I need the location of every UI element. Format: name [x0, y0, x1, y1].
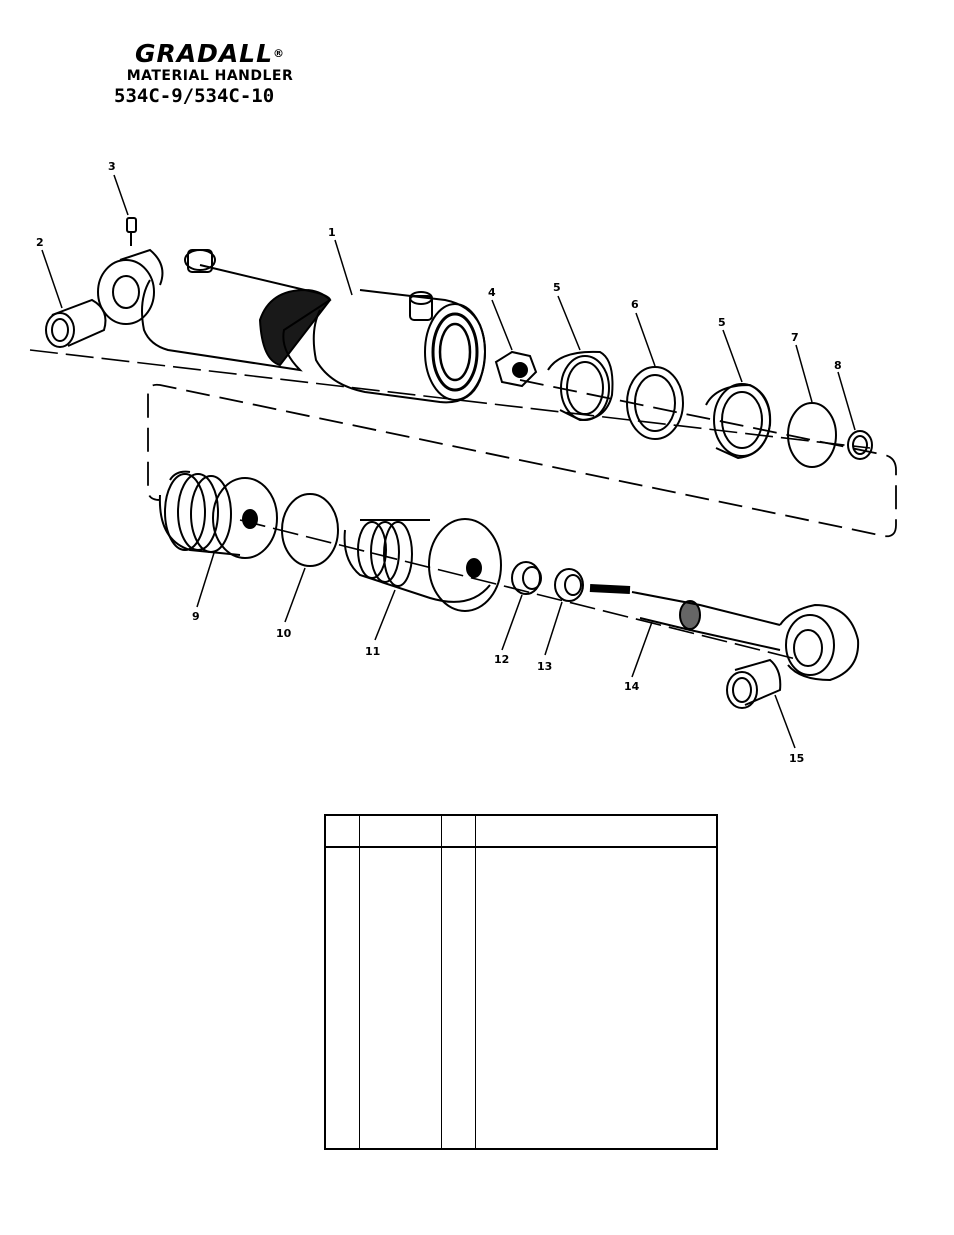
brand-logo: GRADALL®: [110, 40, 310, 68]
o-ring-part-10: [281, 493, 339, 567]
column-divider: [359, 816, 360, 1148]
cylinder-barrel-part-1: [97, 248, 486, 404]
callout-5a: 5: [553, 281, 561, 294]
exploded-parts-diagram: 1 2 3 4 5 5 6 7 8 9 10 11 12 13 14 15: [29, 160, 897, 765]
callout-12: 12: [494, 653, 509, 666]
callout-14: 14: [624, 680, 640, 693]
callout-9: 9: [192, 610, 200, 623]
lower-centerline: [239, 519, 801, 661]
bushing-part-2: [45, 298, 107, 348]
callout-6: 6: [631, 298, 639, 311]
brand-name: GRADALL: [134, 39, 274, 68]
column-divider: [441, 816, 442, 1148]
callout-1: 1: [328, 226, 336, 239]
callout-11: 11: [365, 645, 380, 658]
gland-part-11: [343, 518, 502, 612]
callout-15: 15: [789, 752, 804, 765]
grease-fitting-part-3: [126, 217, 137, 246]
callout-2: 2: [36, 236, 44, 249]
piston-part-9: [158, 470, 278, 559]
callout-5b: 5: [718, 316, 726, 329]
wear-ring-part-5b: [705, 383, 772, 460]
parts-list-table: [324, 814, 718, 1150]
callout-13: 13: [537, 660, 552, 673]
backup-ring-part-8: [847, 430, 873, 460]
dashed-connector-line: [147, 379, 897, 538]
leader-lines: [41, 174, 856, 749]
callout-7: 7: [791, 331, 799, 344]
column-divider: [475, 816, 476, 1148]
callout-3: 3: [108, 160, 116, 173]
wiper-part-12: [511, 561, 542, 595]
bushing-part-15: [726, 658, 782, 709]
callout-10: 10: [276, 627, 292, 640]
seal-part-6: [626, 366, 684, 440]
piston-rod-part-14: [589, 584, 781, 651]
registered-mark: ®: [273, 47, 286, 60]
header-divider: [326, 846, 716, 848]
brand-subtitle: MATERIAL HANDLER: [126, 68, 294, 84]
wear-ring-part-5a: [547, 350, 614, 422]
nut-part-4: [494, 350, 538, 388]
rod-end-eye: [779, 603, 860, 682]
rod-seal-part-13: [554, 568, 584, 602]
brand-block: GRADALL® MATERIAL HANDLER 534C-9/534C-10: [110, 40, 310, 108]
model-number: 534C-9/534C-10: [114, 85, 275, 107]
callout-8: 8: [834, 359, 842, 372]
o-ring-part-7: [787, 402, 837, 468]
callout-4: 4: [488, 286, 496, 299]
